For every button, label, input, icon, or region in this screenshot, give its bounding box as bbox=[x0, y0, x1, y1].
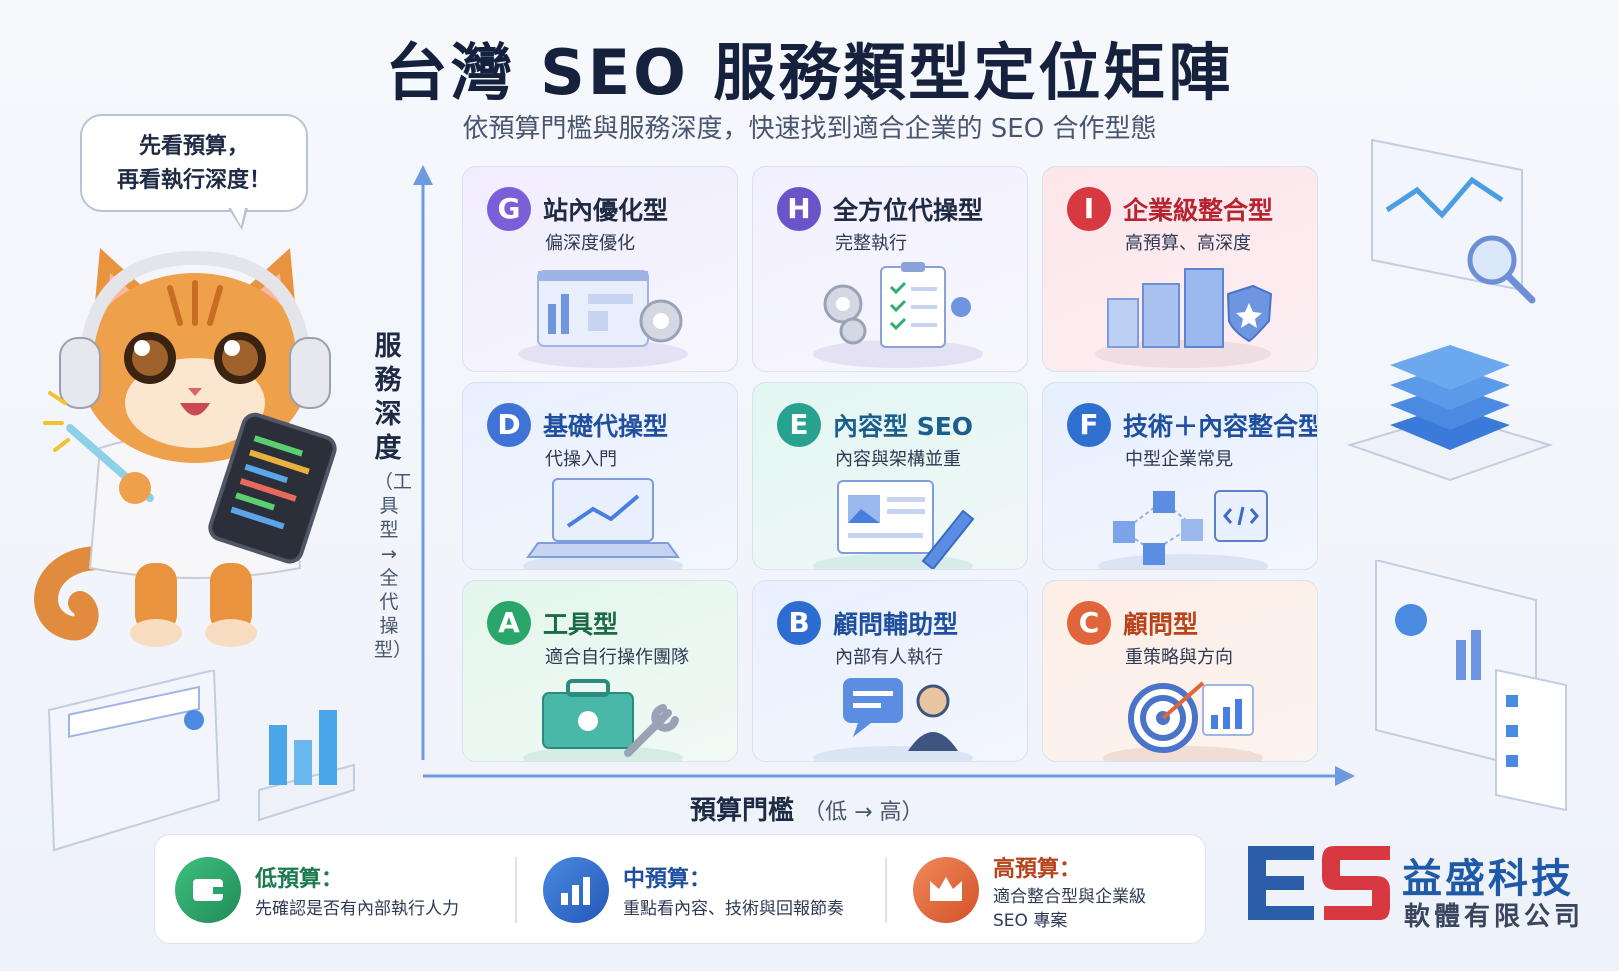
legend-mid: 中預算： 重點看內容、技術與回報節奏 bbox=[523, 835, 883, 945]
card-i-badge: I bbox=[1067, 187, 1111, 231]
card-f: F 技術＋內容整合型 中型企業常見 bbox=[1042, 382, 1318, 570]
card-b-badge: B bbox=[777, 601, 821, 645]
card-c-desc: 重策略與方向 bbox=[1125, 647, 1233, 668]
analytics-magnifier-illustration bbox=[1371, 138, 1536, 304]
chat-person-icon bbox=[813, 678, 973, 761]
card-c-badge: C bbox=[1067, 601, 1111, 645]
toolbox-wrench-icon bbox=[523, 679, 683, 761]
legend-high: 高預算： 適合整合型與企業級 SEO 專案 bbox=[893, 835, 1207, 945]
card-e: E 內容型 SEO 內容與架構並重 bbox=[752, 382, 1028, 570]
card-b-desc: 內部有人執行 bbox=[835, 647, 943, 668]
legend-high-desc-line1: 適合整合型與企業級 bbox=[993, 887, 1146, 907]
legend-divider-2 bbox=[885, 857, 887, 923]
card-c-title: 顧問型 bbox=[1123, 610, 1199, 639]
legend-low-title: 低預算： bbox=[255, 867, 344, 892]
page-subtitle: 依預算門檻與服務深度，快速找到適合企業的 SEO 合作型態 bbox=[462, 114, 1157, 144]
legend-low: 低預算： 先確認是否有內部執行人力 bbox=[155, 835, 515, 945]
server-shield-icon bbox=[1095, 268, 1273, 368]
page-title: 台灣 SEO 服務類型定位矩陣 bbox=[385, 36, 1234, 109]
card-e-title: 內容型 SEO bbox=[833, 412, 974, 441]
card-c: C 顧問型 重策略與方向 bbox=[1042, 580, 1318, 762]
bubble-tail-inner bbox=[231, 208, 245, 226]
legend-low-desc: 先確認是否有內部執行人力 bbox=[255, 899, 459, 919]
code-network-icon bbox=[1098, 490, 1268, 569]
card-h-desc: 完整執行 bbox=[835, 233, 907, 254]
card-e-badge: E bbox=[777, 403, 821, 447]
clipboard-gears-icon bbox=[813, 262, 983, 368]
brand-name: 益盛科技 bbox=[1402, 856, 1574, 902]
brand-subtitle: 軟體有限公司 bbox=[1404, 902, 1585, 932]
card-g: G 站內優化型 偏深度優化 bbox=[462, 166, 738, 372]
x-axis-label-text: 預算門檻 bbox=[690, 796, 795, 826]
card-d-desc: 代操入門 bbox=[545, 449, 617, 470]
server-stack-illustration bbox=[1346, 345, 1554, 482]
card-d: D 基礎代操型 代操入門 bbox=[462, 382, 738, 570]
es-logo-icon bbox=[1248, 846, 1390, 920]
speech-bubble: 先看預算， 再看執行深度！ bbox=[80, 114, 308, 212]
legend-divider-1 bbox=[515, 857, 517, 923]
card-f-desc: 中型企業常見 bbox=[1125, 449, 1233, 470]
card-g-title: 站內優化型 bbox=[543, 196, 669, 225]
bubble-line-1: 先看預算， bbox=[138, 134, 249, 159]
target-chart-icon bbox=[1103, 681, 1263, 761]
legend-high-title: 高預算： bbox=[993, 857, 1082, 882]
card-i-desc: 高預算、高深度 bbox=[1125, 233, 1251, 254]
crown-icon bbox=[913, 857, 979, 923]
card-a: A 工具型 適合自行操作團隊 bbox=[462, 580, 738, 762]
card-d-badge: D bbox=[487, 403, 531, 447]
card-a-title: 工具型 bbox=[543, 610, 619, 639]
card-f-badge: F bbox=[1067, 403, 1111, 447]
card-i-title: 企業級整合型 bbox=[1123, 196, 1274, 225]
legend-mid-title: 中預算： bbox=[623, 867, 712, 892]
card-a-desc: 適合自行操作團隊 bbox=[545, 647, 689, 668]
card-e-desc: 內容與架構並重 bbox=[835, 449, 961, 470]
card-b: B 顧問輔助型 內部有人執行 bbox=[752, 580, 1028, 762]
card-g-badge: G bbox=[487, 187, 531, 231]
card-b-title: 顧問輔助型 bbox=[833, 610, 959, 639]
cat-mascot-illustration bbox=[34, 248, 337, 647]
card-h-badge: H bbox=[777, 187, 821, 231]
x-axis-label: 預算門檻 （低 → 高） bbox=[690, 790, 924, 827]
y-axis-label: 服務深度 bbox=[374, 331, 402, 464]
webpage-gear-icon bbox=[518, 270, 688, 368]
y-axis-sublabel: （工具型 → 全代操型） bbox=[374, 471, 413, 661]
laptop-chart-icon bbox=[523, 478, 683, 569]
card-d-title: 基礎代操型 bbox=[543, 412, 669, 441]
budget-legend: 低預算： 先確認是否有內部執行人力 中預算： 重點看內容、技術與回報節奏 高預算… bbox=[154, 834, 1206, 944]
card-i: I 企業級整合型 高預算、高深度 bbox=[1042, 166, 1318, 372]
card-h: H 全方位代操型 完整執行 bbox=[752, 166, 1028, 372]
x-axis-sublabel: （低 → 高） bbox=[803, 800, 924, 825]
legend-high-desc-line2: SEO 專案 bbox=[993, 911, 1068, 931]
card-a-badge: A bbox=[487, 601, 531, 645]
wallet-icon bbox=[175, 857, 241, 923]
card-h-title: 全方位代操型 bbox=[833, 196, 984, 225]
legend-mid-desc: 重點看內容、技術與回報節奏 bbox=[623, 899, 844, 919]
bar-chart-icon bbox=[543, 857, 609, 923]
content-pencil-icon bbox=[813, 480, 975, 569]
dashboard-checklist-illustration bbox=[1375, 560, 1567, 812]
legend-high-desc: 適合整合型與企業級 SEO 專案 bbox=[993, 885, 1146, 933]
card-f-title: 技術＋內容整合型 bbox=[1123, 412, 1318, 441]
bubble-line-2: 再看執行深度！ bbox=[116, 168, 271, 193]
card-g-desc: 偏深度優化 bbox=[545, 233, 635, 254]
